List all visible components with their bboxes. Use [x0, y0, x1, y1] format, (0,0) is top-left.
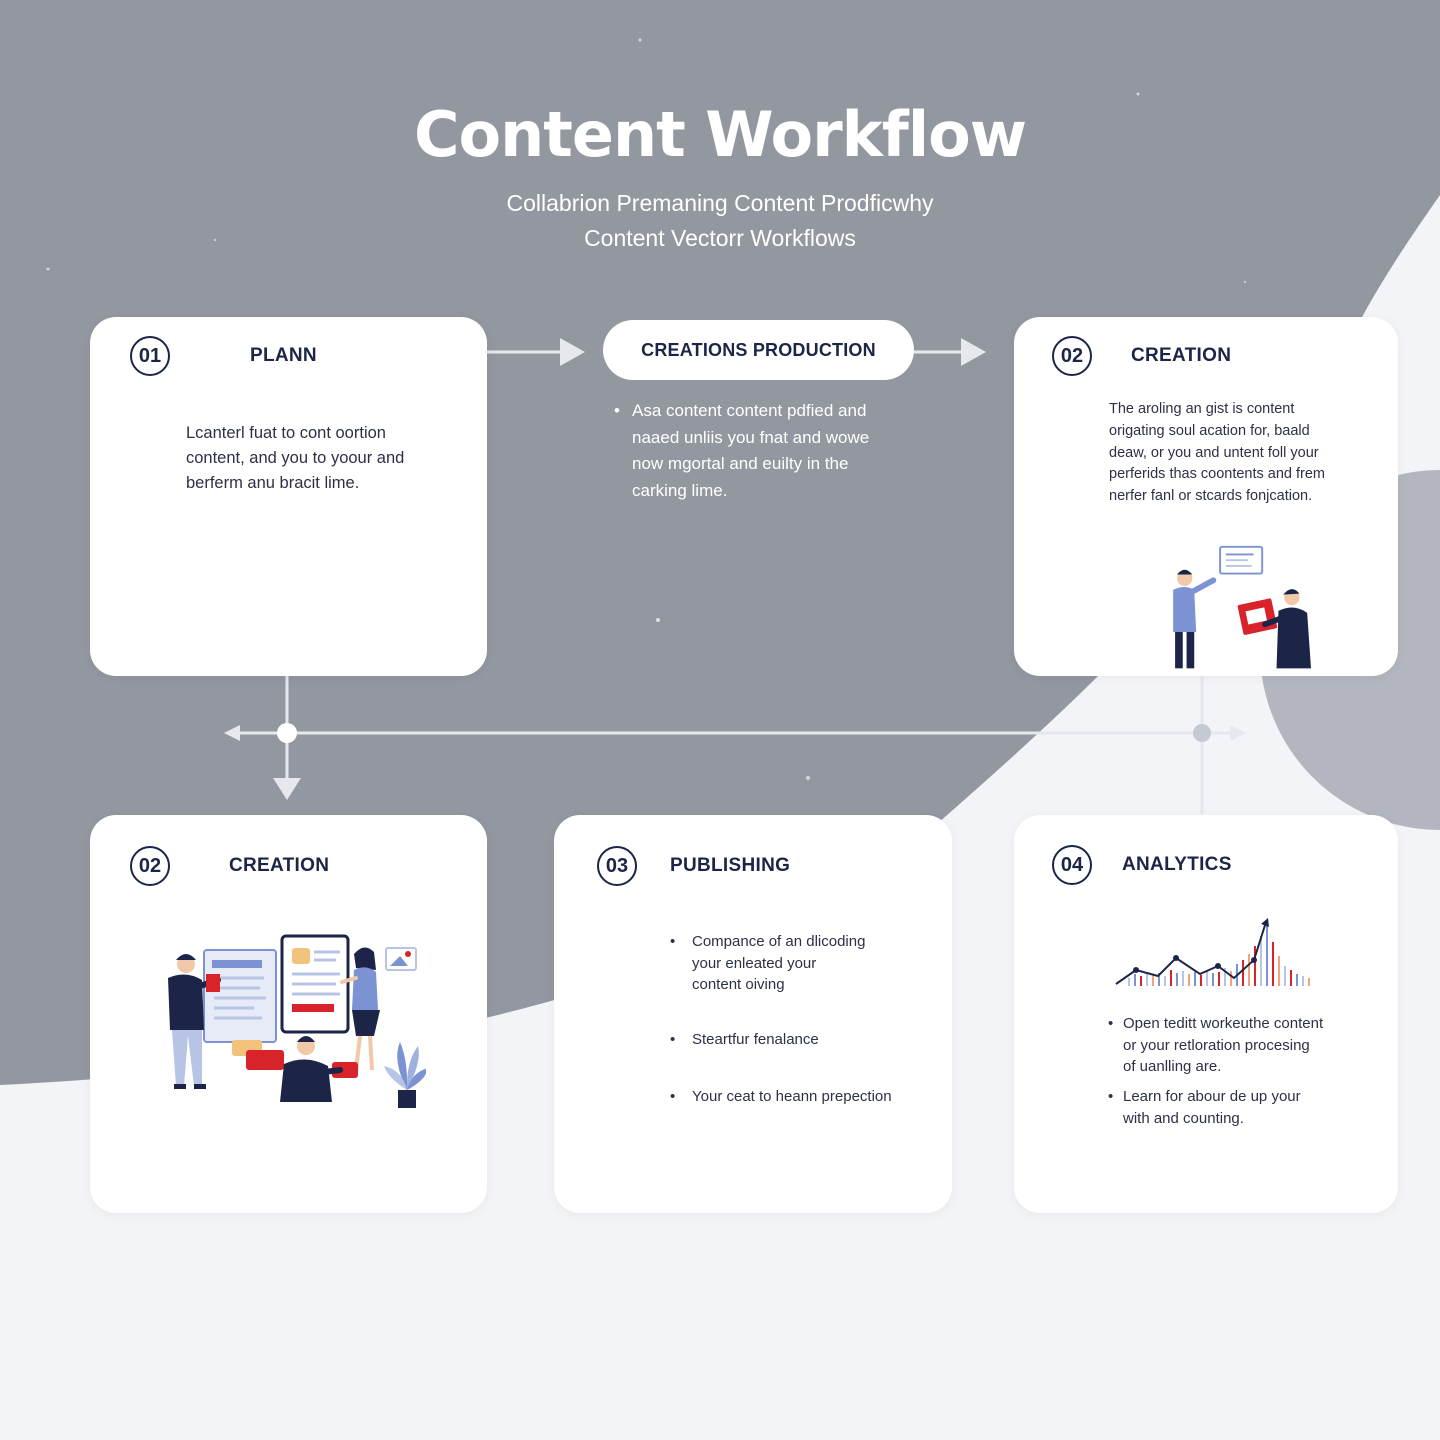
center-text-line: Asa content content pdfied and: [632, 401, 867, 420]
card-text-line: perferids thas coontents and frem: [1109, 466, 1326, 483]
bullet-dot: •: [1108, 1088, 1114, 1105]
team-creating-content-illustration: [168, 934, 426, 1108]
center-text-line: naaed unliis you fnat and wowe: [632, 427, 870, 447]
card-creation: 02 CREATION: [90, 815, 487, 1213]
trend-chart-illustration: [1115, 918, 1310, 986]
bullet-text-line: your enleated your: [692, 954, 817, 972]
node-dot-icon: [277, 723, 297, 743]
card-text-line: origating soul acation for, baald: [1109, 422, 1310, 439]
card-text-line: deaw, or you and untent foll your: [1109, 444, 1319, 461]
bullet-text-line: with and counting.: [1123, 1109, 1244, 1127]
card-text-line: Lcanterl fuat to cont oortion: [186, 424, 386, 442]
bullet-text-line: content oiving: [692, 976, 785, 993]
center-text-line: carking lime.: [632, 480, 728, 500]
card-publishing: 03 PUBLISHING • Compance of an dlicoding…: [554, 815, 952, 1213]
card-text-line: content, and you to yoour and: [186, 449, 405, 467]
chart-bars: [1128, 926, 1310, 986]
card-title: PLANN: [250, 345, 317, 366]
card-plan: 01 PLANN Lcanterl fuat to cont oortion c…: [90, 317, 487, 676]
bullet-text-line: Compance of an dlicoding: [692, 933, 866, 950]
card-creation-top: 02 CREATION The aroling an gist is conte…: [1014, 317, 1398, 676]
center-description: Asa content content pdfied and naaed unl…: [632, 398, 869, 504]
step-number-badge: 03: [597, 846, 637, 886]
bullet-dot: •: [670, 933, 676, 950]
bullet-text-line: or your retloration procesing: [1123, 1036, 1310, 1054]
arrowheads: [224, 338, 1246, 800]
card-title: CREATION: [229, 855, 330, 876]
gray-backdrop: [0, 0, 1440, 1085]
bullet-dot: •: [670, 1088, 676, 1105]
bullet-dot: •: [1108, 1015, 1114, 1032]
card-text-line: nerfer fanl or stcards fonjcation.: [1109, 488, 1313, 505]
bullet-dot: •: [614, 401, 620, 420]
bullet-text-line: of uanlling are.: [1123, 1058, 1222, 1075]
card-text-line: The aroling an gist is content: [1109, 401, 1295, 417]
arrow-down-icon: [273, 778, 301, 800]
card-analytics: 04 ANALYTICS: [1014, 815, 1398, 1213]
subtitle-line-2: Content Vectorr Workflows: [584, 225, 856, 251]
page-subtitle: Collabrion Premaning Content Prodficwhy …: [0, 186, 1440, 256]
card-description: The aroling an gist is content origating…: [1109, 399, 1325, 508]
publishing-bullet-3: • Your ceat to heann prepection: [670, 1086, 892, 1108]
center-text-line: now mgortal and euilty in the: [632, 454, 849, 473]
step-number-badge: 01: [130, 336, 170, 376]
step-number-badge: 02: [130, 846, 170, 886]
card-title: ANALYTICS: [1122, 854, 1232, 875]
bullet-text-line: Your ceat to heann prepection: [692, 1088, 892, 1105]
bullet-text-line: Learn for abour de up your: [1123, 1088, 1301, 1105]
bullet-text-line: Open teditt workeuthe content: [1123, 1015, 1324, 1032]
card-description: Lcanterl fuat to cont oortion content, a…: [186, 421, 404, 496]
subtitle-line-1: Collabrion Premaning Content Prodficwhy: [506, 190, 934, 216]
card-text-line: berferm anu bracit lime.: [186, 474, 360, 492]
creations-production-pill: CREATIONS PRODUCTION: [603, 320, 914, 380]
bullet-dot: •: [670, 1031, 676, 1048]
page-title: Content Workflow: [414, 98, 1027, 171]
analytics-bullet-2: • Learn for abour de up your with and co…: [1108, 1086, 1301, 1129]
analytics-bullet-1: • Open teditt workeuthe content or your …: [1108, 1013, 1324, 1078]
publishing-bullet-2: • Steartfur fenalance: [670, 1029, 819, 1051]
two-people-reviewing-illustration: [1173, 545, 1311, 669]
arrow-right-icon: [560, 338, 585, 366]
step-number-badge: 04: [1052, 845, 1092, 885]
arrow-right-icon: [961, 338, 986, 366]
step-number-badge: 02: [1052, 336, 1092, 376]
card-title: PUBLISHING: [670, 855, 791, 876]
publishing-bullet-1: • Compance of an dlicoding your enleated…: [670, 931, 866, 996]
trend-line: [1115, 921, 1267, 985]
bullet-text-line: Steartfur fenalance: [692, 1031, 819, 1048]
arrow-right-icon: [1230, 725, 1246, 741]
node-dot-icon: [1193, 724, 1211, 742]
card-title: CREATION: [1131, 345, 1232, 366]
arrow-left-icon: [224, 725, 240, 741]
